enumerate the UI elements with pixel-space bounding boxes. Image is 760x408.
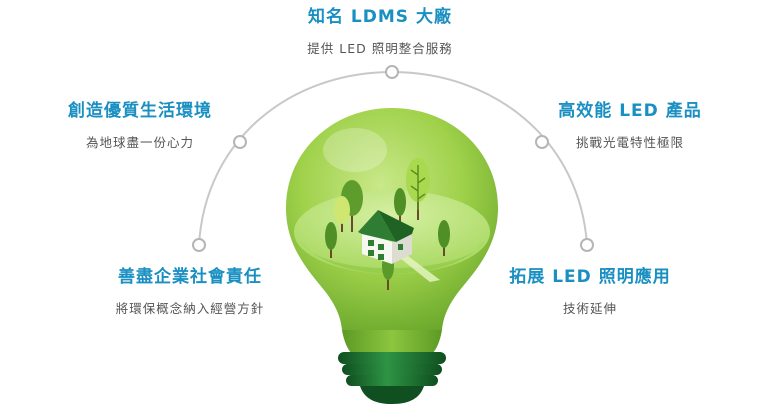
node-right2: 拓展 LED 照明應用 技術延伸 xyxy=(470,266,710,318)
node-dot-top xyxy=(385,65,399,79)
node-left1-subtitle: 為地球盡一份心力 xyxy=(85,135,194,150)
node-top-subtitle: 提供 LED 照明整合服務 xyxy=(307,41,453,56)
node-right2-subtitle: 技術延伸 xyxy=(562,301,617,316)
node-dot-right1 xyxy=(535,135,549,149)
node-dot-left2 xyxy=(192,238,206,252)
house-icon xyxy=(358,210,414,264)
tree-icon xyxy=(438,220,450,256)
tree-icon xyxy=(325,222,337,258)
bulb-base xyxy=(338,352,446,404)
node-right2-title: 拓展 LED 照明應用 xyxy=(509,267,671,287)
node-dot-right2 xyxy=(580,238,594,252)
node-top-title: 知名 LDMS 大廠 xyxy=(308,7,452,27)
node-left2-subtitle: 將環保概念納入經營方針 xyxy=(115,301,265,316)
node-left1: 創造優質生活環境 為地球盡一份心力 xyxy=(30,100,250,152)
tree-icon xyxy=(406,158,430,220)
node-left2-title: 善盡企業社會責任 xyxy=(118,267,262,287)
node-left1-title: 創造優質生活環境 xyxy=(68,101,212,121)
node-left2: 善盡企業社會責任 將環保概念納入經營方針 xyxy=(80,266,300,318)
node-right1-subtitle: 挑戰光電特性極限 xyxy=(575,135,684,150)
node-top: 知名 LDMS 大廠 提供 LED 照明整合服務 xyxy=(250,6,510,58)
light-bulb-illustration xyxy=(286,108,498,404)
node-dot-left1 xyxy=(233,135,247,149)
tree-icon xyxy=(334,196,350,232)
node-right1: 高效能 LED 產品 挑戰光電特性極限 xyxy=(520,100,740,152)
node-right1-title: 高效能 LED 產品 xyxy=(558,101,702,121)
